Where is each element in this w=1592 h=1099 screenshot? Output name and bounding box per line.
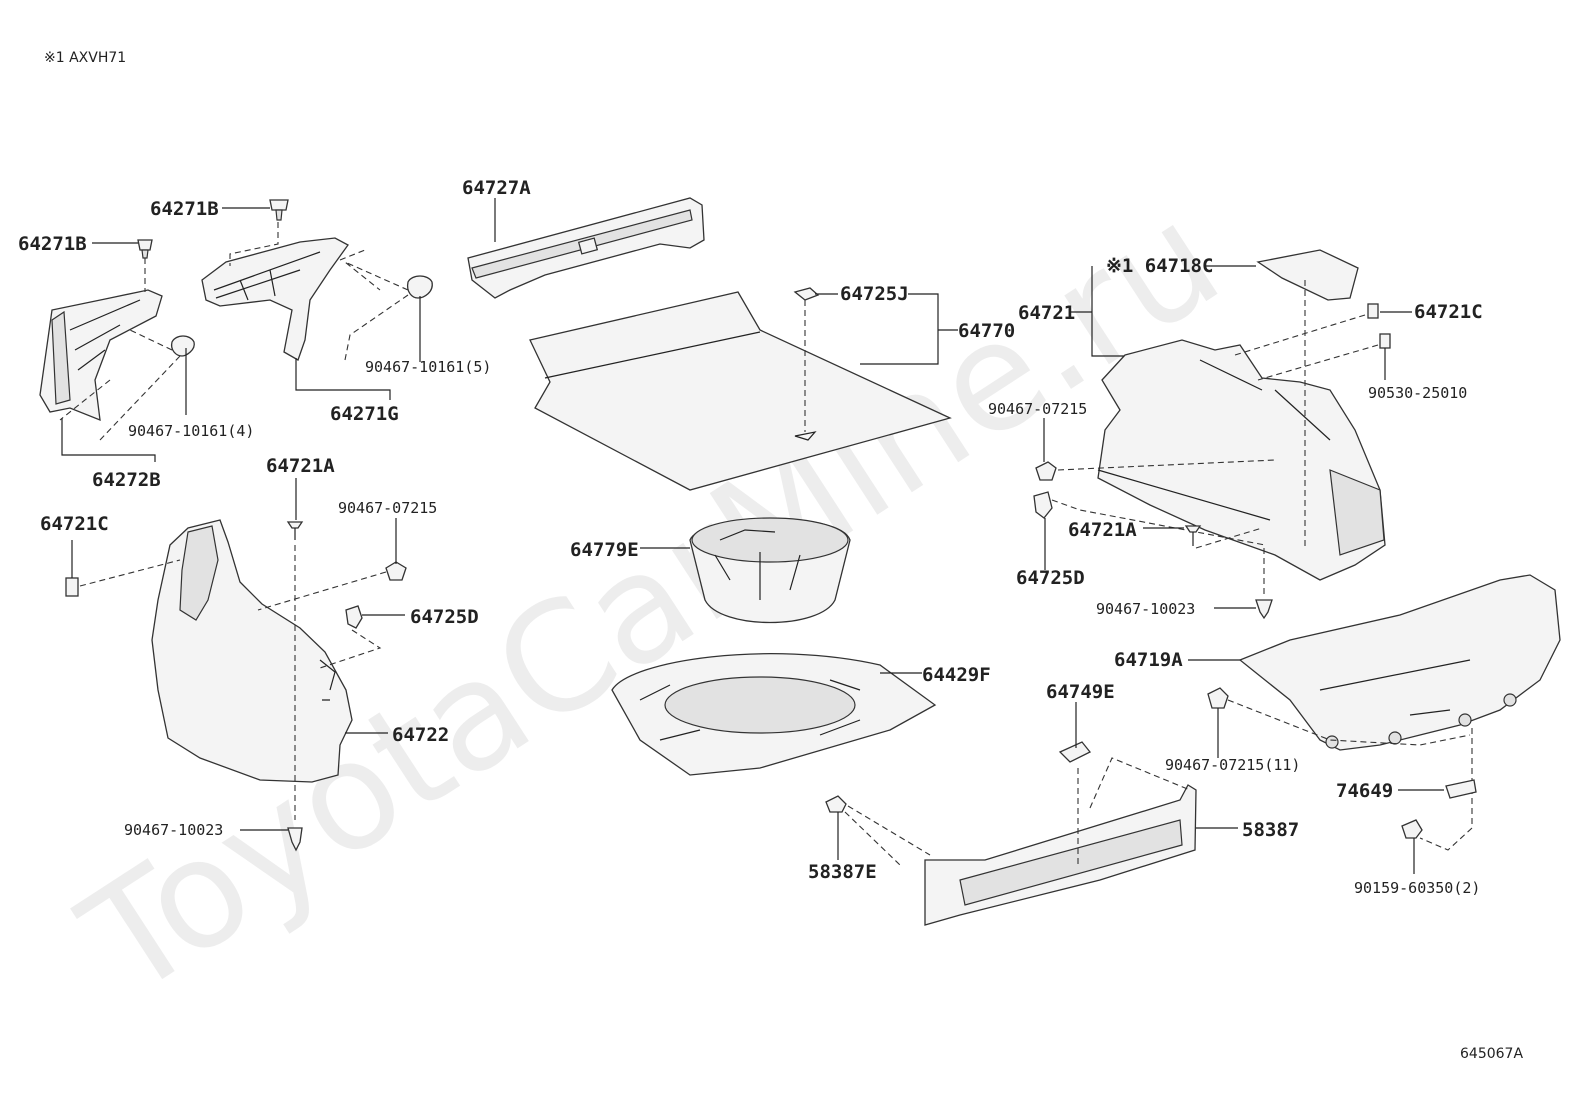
label-64721C-left: 64721C (40, 513, 109, 535)
label-90467-07215-left: 90467-07215 (338, 499, 437, 517)
label-58387: 58387 (1242, 819, 1299, 841)
variant-note: ※1 AXVH71 (44, 50, 126, 66)
label-64429F: 64429F (922, 664, 991, 686)
label-90467-07215-11: 90467-07215(11) (1165, 756, 1300, 774)
clip-90467-07215-left (385, 561, 407, 581)
part-64429F-base (611, 653, 937, 776)
part-64727A-board (467, 197, 705, 299)
clip-90467-10161-left (170, 335, 195, 357)
label-64718C: ※1 64718C (1106, 255, 1213, 277)
part-64272B-panel (39, 289, 163, 422)
clip-90467-07215-right (1035, 461, 1057, 481)
clip-58387E (825, 795, 847, 813)
label-64719A: 64719A (1114, 649, 1183, 671)
label-64770: 64770 (958, 320, 1015, 342)
clip-74649 (1445, 779, 1477, 799)
part-58387-sill (924, 784, 1197, 926)
leader-lines (61, 198, 1444, 874)
label-58387E: 58387E (808, 861, 877, 883)
part-64718C-cover (1256, 249, 1359, 301)
label-90467-10023-right: 90467-10023 (1096, 600, 1195, 618)
label-64271B-top: 64271B (150, 198, 219, 220)
label-90159-60350-2: 90159-60350(2) (1354, 879, 1480, 897)
label-64721A-right: 64721A (1068, 519, 1137, 541)
clip-64725J (793, 287, 820, 301)
label-64722: 64722 (392, 724, 449, 746)
label-90467-10161-5: 90467-10161(5) (365, 358, 491, 376)
label-90467-10161-4: 90467-10161(4) (128, 422, 254, 440)
label-74649: 74649 (1336, 780, 1393, 802)
part-64770-mat (529, 291, 952, 491)
clip-64271B-left (137, 239, 153, 259)
label-90467-07215-right: 90467-07215 (988, 400, 1087, 418)
part-64271G (201, 237, 349, 361)
label-64779E: 64779E (570, 539, 639, 561)
label-64725D-left: 64725D (410, 606, 479, 628)
label-64271B-left: 64271B (18, 233, 87, 255)
clip-64749E (1058, 741, 1092, 763)
clip-90467-10161-right (406, 275, 433, 299)
label-64721C-right: 64721C (1414, 301, 1483, 323)
clip-64721A-left (286, 521, 304, 540)
label-64271G: 64271G (330, 403, 399, 425)
label-64721: 64721 (1018, 302, 1075, 324)
label-64721A-left: 64721A (266, 455, 335, 477)
label-64749E: 64749E (1046, 681, 1115, 703)
part-64779E-tray (689, 517, 851, 624)
label-64272B: 64272B (92, 469, 161, 491)
clip-90467-07215-11 (1207, 687, 1229, 709)
label-64727A: 64727A (462, 177, 531, 199)
pad-64721C-right (1367, 303, 1379, 319)
clip-64725D-right (1033, 491, 1053, 519)
clip-64721A-right (1184, 525, 1202, 546)
label-90467-10023-left: 90467-10023 (124, 821, 223, 839)
clip-90467-10023-left (287, 827, 303, 852)
clip-90467-10023-right (1255, 599, 1273, 620)
clip-64271B-top (269, 199, 289, 221)
part-64719A-trim (1238, 574, 1561, 751)
figure-id: 645067A (1460, 1046, 1523, 1062)
part-64722-panel (151, 519, 353, 783)
bolt-90159-60350 (1401, 819, 1423, 839)
pad-64721C-left (65, 577, 79, 597)
label-64725J: 64725J (840, 283, 909, 305)
label-90530-25010: 90530-25010 (1368, 384, 1467, 402)
part-64721-trim (1097, 339, 1386, 581)
clip-64725D-left (345, 605, 363, 629)
label-64725D-right: 64725D (1016, 567, 1085, 589)
pad-90530-25010 (1379, 333, 1391, 349)
